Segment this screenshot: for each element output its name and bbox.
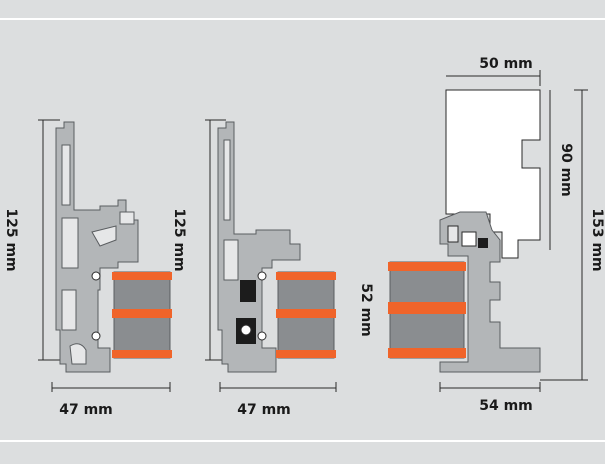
profile-3-seal	[478, 238, 488, 248]
profile-1-gasket-top	[112, 272, 172, 280]
profile-1-clip	[119, 211, 135, 225]
profile-1-screw-lower	[91, 331, 101, 341]
profile-3-chamber-a	[447, 225, 459, 243]
profile-3-gasket-top	[388, 262, 466, 271]
profile-2-break-hole	[240, 324, 252, 336]
profile-2-screw-upper	[257, 271, 267, 281]
profile-2-screw-lower	[257, 331, 267, 341]
top-separator	[0, 18, 605, 20]
profile-2: 125 mm 47 mm	[171, 119, 337, 418]
profile-3-top-width-label: 50 mm	[479, 56, 533, 72]
profile-1-height-label: 125 mm	[3, 208, 19, 271]
profile-3-width-label: 54 mm	[479, 398, 533, 414]
profile-3-chamber-b	[461, 231, 477, 247]
profile-2-gasket-bottom	[276, 350, 336, 358]
profile-3-frame-block	[445, 89, 541, 259]
profile-3-gasket-bottom	[388, 348, 466, 358]
profile-2-aluminium-frame	[217, 121, 301, 373]
profile-3-gasket-middle	[388, 302, 466, 314]
profile-3-frame-height-label: 90 mm	[558, 143, 574, 197]
bottom-separator	[0, 440, 605, 442]
profile-2-black-seal	[240, 280, 256, 302]
profile-1-gasket-middle	[112, 309, 172, 318]
profile-1-chamber-middle	[61, 217, 79, 269]
profile-2-chamber-middle	[223, 239, 239, 281]
profile-2-chamber-upper	[223, 139, 231, 221]
profile-1-hook	[91, 225, 117, 247]
profile-1-gasket-bottom	[112, 350, 172, 358]
profile-3-glazing-label: 52 mm	[358, 283, 374, 337]
profile-1-bottom-foot	[69, 343, 87, 365]
profile-3: 50 mm 90 mm 153 mm 52 mm	[358, 56, 605, 414]
profile-2-gasket-top	[276, 272, 336, 280]
profile-3-aluminium-frame	[439, 211, 541, 373]
profile-2-height-label: 125 mm	[171, 208, 187, 271]
profile-3-total-height-label: 153 mm	[589, 208, 605, 271]
profile-1-screw-upper	[91, 271, 101, 281]
profile-1-width-label: 47 mm	[59, 402, 113, 418]
profile-1-chamber-lower	[61, 289, 77, 331]
profile-1: 125 mm 47 mm	[3, 119, 172, 418]
profile-2-gasket-middle	[276, 309, 336, 318]
profile-2-width-label: 47 mm	[237, 402, 291, 418]
profile-1-chamber-upper	[61, 144, 71, 206]
